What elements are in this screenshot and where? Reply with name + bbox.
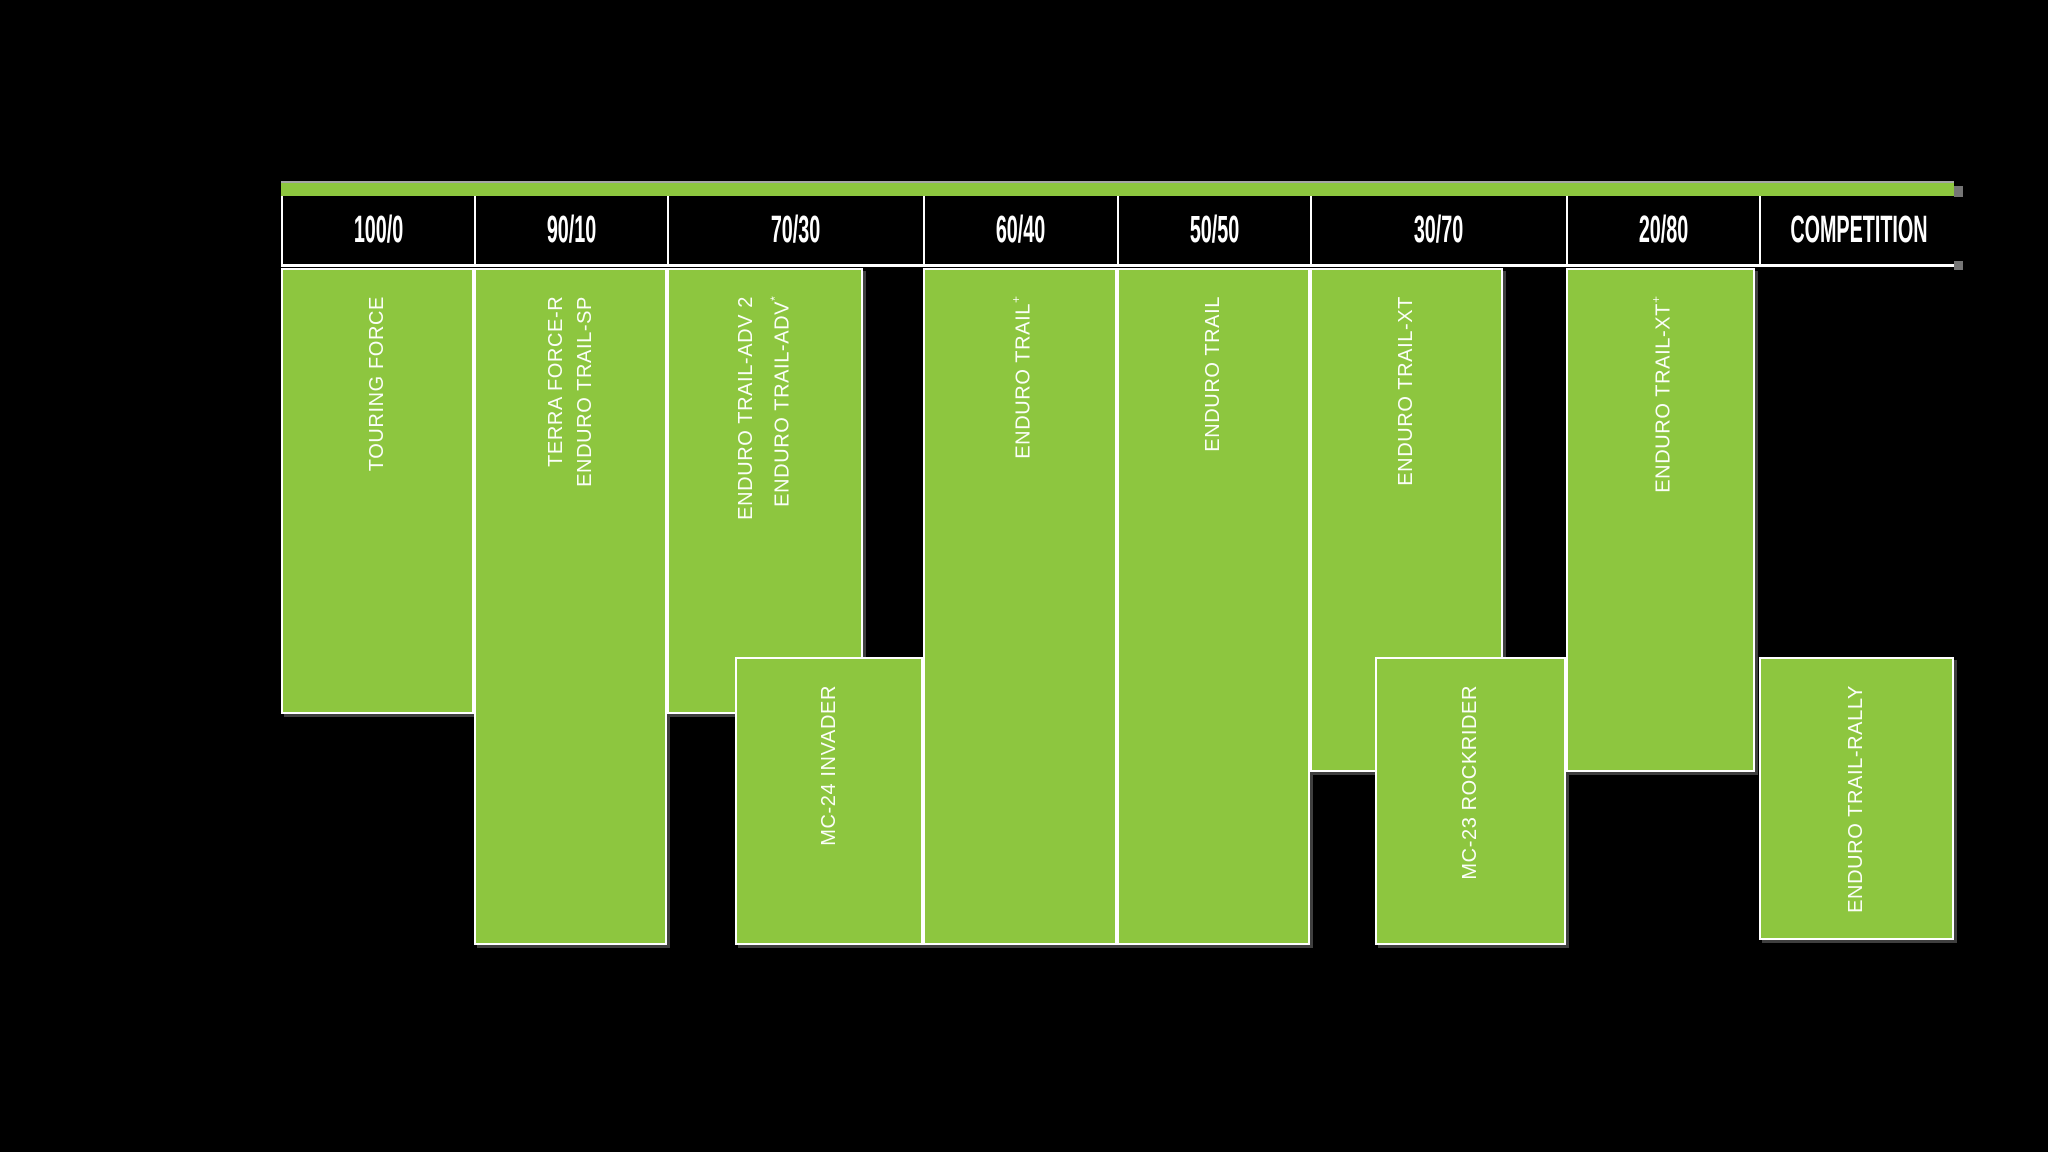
bar-touring-force: TOURING FORCE — [281, 268, 474, 714]
header-cell-60-40: 60/40 — [925, 196, 1119, 264]
bar-label: ENDURO TRAIL-RALLY — [1845, 685, 1867, 913]
superscript-mark: + — [1008, 296, 1023, 304]
bar-label: MC-24 INVADER — [817, 685, 840, 846]
bar-mc-24-invader: MC-24 INVADER — [735, 657, 923, 945]
header-cell-70-30: 70/30 — [669, 196, 925, 264]
header-line-end-shadow — [1954, 261, 1963, 270]
header-label: 90/10 — [546, 209, 597, 251]
bar-label: MC-23 ROCKRIDER — [1459, 685, 1481, 880]
header-cell-20-80: 20/80 — [1568, 196, 1761, 264]
bar-enduro-trail: ENDURO TRAIL — [1117, 268, 1310, 945]
top-accent-bar — [281, 181, 1954, 196]
header-label: 50/50 — [1189, 209, 1240, 251]
superscript-mark: + — [1649, 296, 1664, 304]
header-label: 70/30 — [771, 209, 821, 251]
bar-enduro-trail-xt-plus: ENDURO TRAIL-XT+ — [1566, 268, 1755, 772]
header-label: COMPETITION — [1789, 209, 1928, 251]
bar-label: ENDURO TRAIL-XT — [1395, 296, 1417, 486]
header-label: 20/80 — [1638, 209, 1689, 251]
header-label: 30/70 — [1414, 209, 1464, 251]
header-cell-100-0: 100/0 — [283, 196, 476, 264]
header-row: 100/0 90/10 70/30 60/40 50/50 30/70 20/80 COMPE… — [281, 196, 1956, 267]
header-label: 60/40 — [996, 209, 1046, 251]
header-label: 100/0 — [353, 209, 404, 251]
bar-enduro-trail-plus: ENDURO TRAIL+ — [923, 268, 1117, 945]
bar-label: ENDURO TRAIL-XT+ — [1649, 296, 1675, 493]
header-cell-30-70: 30/70 — [1312, 196, 1568, 264]
header-cell-competition: COMPETITION — [1761, 196, 1956, 264]
bar-mc-23-rockrider: MC-23 ROCKRIDER — [1375, 657, 1566, 945]
accent-bar-end-shadow — [1954, 186, 1963, 197]
bar-label: TOURING FORCE — [366, 296, 388, 472]
header-cell-50-50: 50/50 — [1119, 196, 1312, 264]
header-cell-90-10: 90/10 — [476, 196, 669, 264]
superscript-mark: * — [768, 296, 783, 301]
bar-label: ENDURO TRAIL+ — [1008, 296, 1035, 459]
bar-label: ENDURO TRAIL — [1202, 296, 1224, 452]
bar-enduro-trail-rally: ENDURO TRAIL-RALLY — [1759, 657, 1954, 940]
